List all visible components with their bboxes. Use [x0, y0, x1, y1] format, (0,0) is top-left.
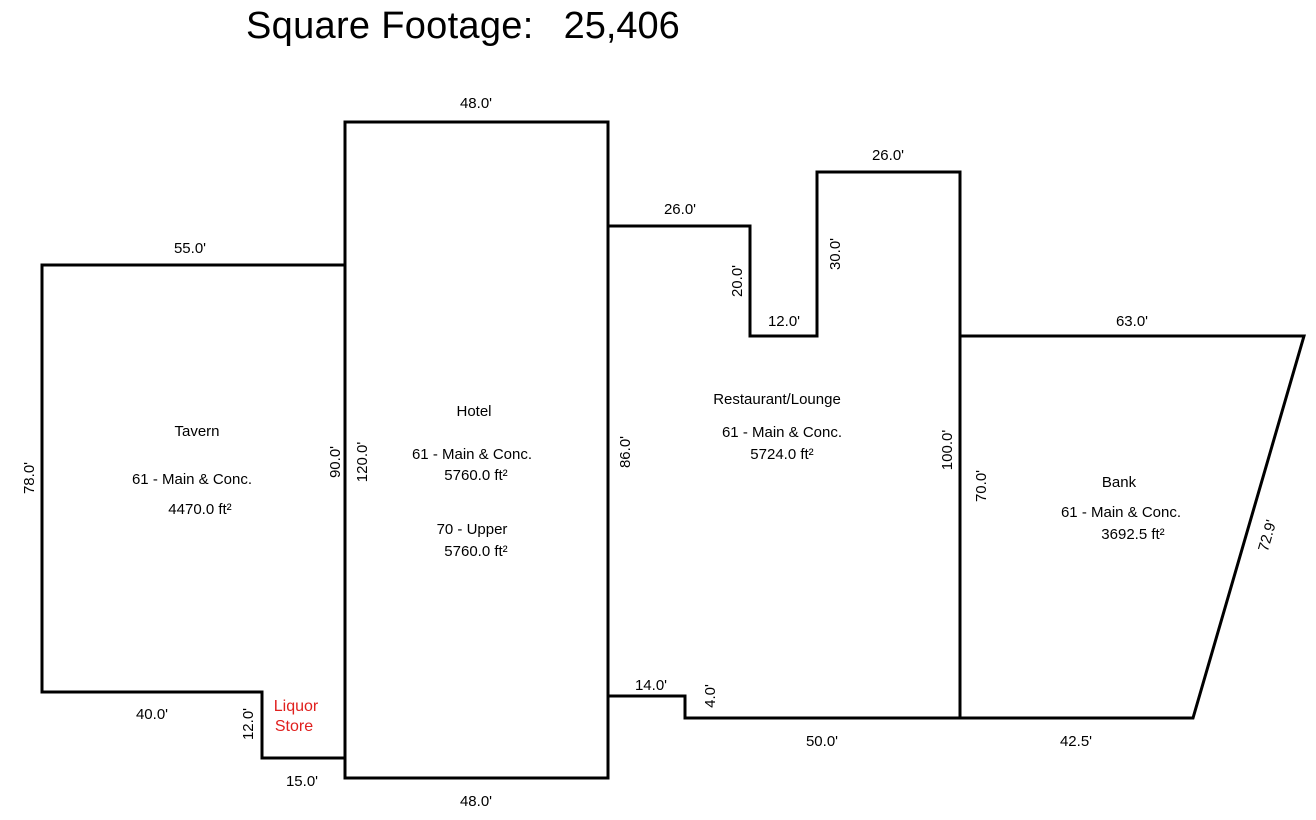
tavern-area: 4470.0 ft² — [168, 501, 231, 518]
bank-outline — [958, 334, 1306, 720]
bank-code: 61 - Main & Conc. — [1061, 504, 1181, 521]
dim-tavern-top: 55.0' — [174, 240, 206, 257]
dim-hotel-left: 120.0' — [354, 442, 371, 483]
restaurant-code: 61 - Main & Conc. — [722, 424, 842, 441]
hotel-main-code: 61 - Main & Conc. — [412, 446, 532, 463]
hotel-upper-code: 70 - Upper — [437, 521, 508, 538]
dim-bank-left: 70.0' — [973, 470, 990, 502]
dim-restaurant-bottom: 50.0' — [806, 733, 838, 750]
dim-liquor-bottom: 15.0' — [286, 773, 318, 790]
tavern-name: Tavern — [174, 423, 219, 440]
hotel-main-area: 5760.0 ft² — [444, 467, 507, 484]
dim-restaurant-notch-right: 30.0' — [827, 238, 844, 270]
dim-hotel-bottom: 48.0' — [460, 793, 492, 810]
dim-hotel-top: 48.0' — [460, 95, 492, 112]
dim-bank-top: 63.0' — [1116, 313, 1148, 330]
dim-restaurant-notch-left: 20.0' — [729, 265, 746, 297]
tavern-code: 61 - Main & Conc. — [132, 471, 252, 488]
restaurant-name: Restaurant/Lounge — [713, 391, 841, 408]
dim-tavern-left: 78.0' — [21, 462, 38, 494]
bank-area: 3692.5 ft² — [1101, 526, 1164, 543]
bank-name: Bank — [1102, 474, 1137, 491]
restaurant-outline — [606, 170, 962, 720]
square-footage-label: Square Footage: — [246, 4, 534, 47]
tavern-outline — [40, 263, 347, 760]
hotel-name: Hotel — [456, 403, 491, 420]
dim-restaurant-step-side: 4.0' — [702, 684, 719, 708]
liquor-store-label-line2: Store — [275, 718, 313, 735]
dim-restaurant-left: 86.0' — [617, 436, 634, 468]
dim-restaurant-top-right: 26.0' — [872, 147, 904, 164]
dim-restaurant-notch-bottom: 12.0' — [768, 313, 800, 330]
square-footage-header: Square Footage: 25,406 — [246, 0, 680, 52]
restaurant-area: 5724.0 ft² — [750, 446, 813, 463]
dim-bank-slant: 72.9' — [1255, 518, 1280, 554]
dim-liquor-side: 12.0' — [240, 708, 257, 740]
square-footage-value: 25,406 — [563, 4, 680, 47]
dim-restaurant-step-top: 14.0' — [635, 677, 667, 694]
dim-restaurant-top-left: 26.0' — [664, 201, 696, 218]
hotel-outline — [343, 120, 610, 780]
liquor-store-label-line1: Liquor — [274, 698, 319, 715]
dim-tavern-bottom: 40.0' — [136, 706, 168, 723]
dim-tavern-right: 90.0' — [327, 446, 344, 478]
dim-restaurant-right: 100.0' — [939, 430, 956, 471]
dim-bank-bottom: 42.5' — [1060, 733, 1092, 750]
hotel-upper-area: 5760.0 ft² — [444, 543, 507, 560]
